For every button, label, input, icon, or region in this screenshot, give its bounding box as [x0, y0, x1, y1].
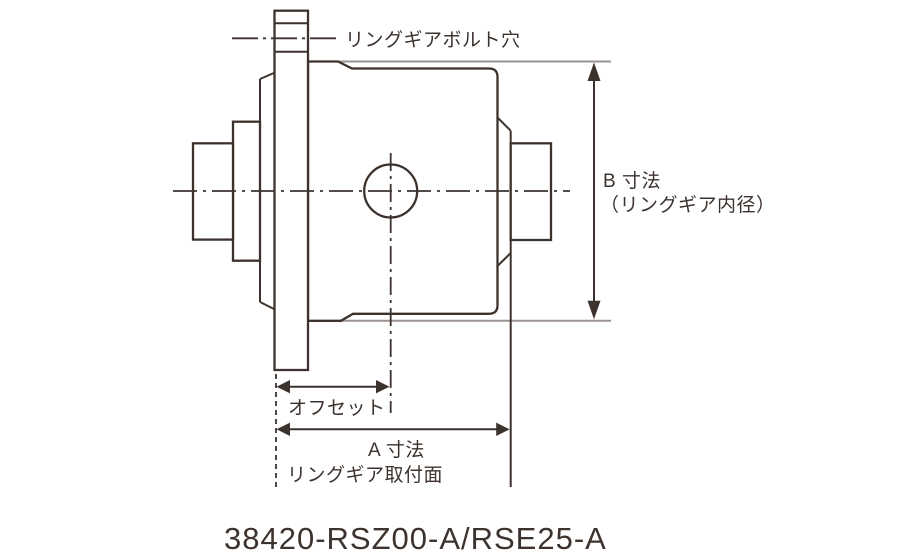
a-dimension-arrow — [276, 422, 510, 436]
b-dimension-arrow — [587, 62, 601, 320]
label-ring-gear-mounting-surface: リングギア取付面 — [287, 465, 444, 486]
b-extension-lines — [338, 60, 611, 322]
label-ring-gear-bolt-hole: リングギアボルト穴 — [345, 29, 521, 51]
centerlines — [173, 37, 570, 413]
flange-bolt-section-lines — [274, 22, 308, 53]
label-b-dimension-line1: B 寸法 — [603, 171, 661, 192]
label-offset: オフセット — [288, 397, 386, 419]
case-body-outline — [306, 60, 499, 322]
label-a-dimension: A 寸法 — [368, 439, 425, 461]
label-b-dimension-line2: （リングギア内径） — [600, 194, 776, 216]
part-number-text: 38420-RSZ00-A/RSE25-A — [224, 521, 607, 556]
offset-dimension-arrow — [276, 380, 390, 394]
label-b-dimension: B 寸法 （リングギア内径） — [600, 170, 776, 217]
